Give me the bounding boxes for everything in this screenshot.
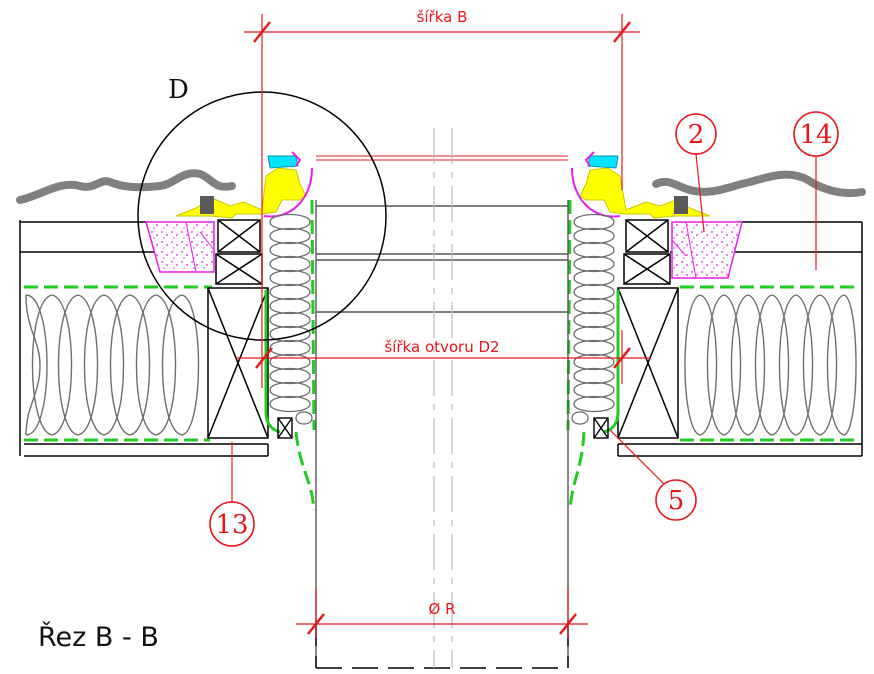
section-title: Řez B - B [38, 621, 159, 653]
dimension-width-b: šířka B [244, 8, 640, 388]
seal-blocks [277, 417, 609, 439]
insulation-left [25, 294, 200, 436]
foam-wedge-right [671, 221, 743, 279]
svg-text:5: 5 [668, 486, 685, 516]
tube-dashed-bottom [315, 620, 569, 669]
svg-text:14: 14 [799, 120, 832, 150]
roof-tiles-left [16, 169, 236, 204]
flashing-left [175, 151, 307, 219]
batten-boxes-left [215, 219, 263, 285]
tube-insulation-right [571, 213, 615, 425]
callout-5: 5 [609, 429, 697, 521]
tube-insulation-left [269, 213, 313, 425]
dimension-diameter-r: Ø R [296, 588, 588, 638]
dimension-opening-d2-label: šířka otvoru D2 [384, 338, 499, 356]
dimension-width-b-label: šířka B [417, 8, 468, 26]
magenta-trims [263, 167, 621, 218]
insulation-right [684, 294, 857, 436]
centerlines [433, 128, 453, 668]
detail-label-d: D [168, 75, 189, 105]
batten-boxes-right [623, 219, 671, 285]
roof-tiles-right [652, 170, 866, 197]
svg-text:13: 13 [215, 510, 248, 540]
callout-2: 2 [675, 113, 717, 233]
frame-beam-right [617, 287, 679, 439]
tube-walls [315, 155, 569, 668]
foam-wedge-left [145, 221, 215, 273]
frame-beam-left [207, 287, 269, 439]
callout-13: 13 [209, 442, 255, 547]
dimension-opening-d2: šířka otvoru D2 [236, 330, 650, 384]
callout-14: 14 [793, 111, 839, 270]
flashing-right [579, 151, 711, 219]
dimension-diameter-r-label: Ø R [429, 600, 456, 618]
svg-text:2: 2 [688, 120, 705, 150]
ceiling-boards [24, 443, 862, 457]
